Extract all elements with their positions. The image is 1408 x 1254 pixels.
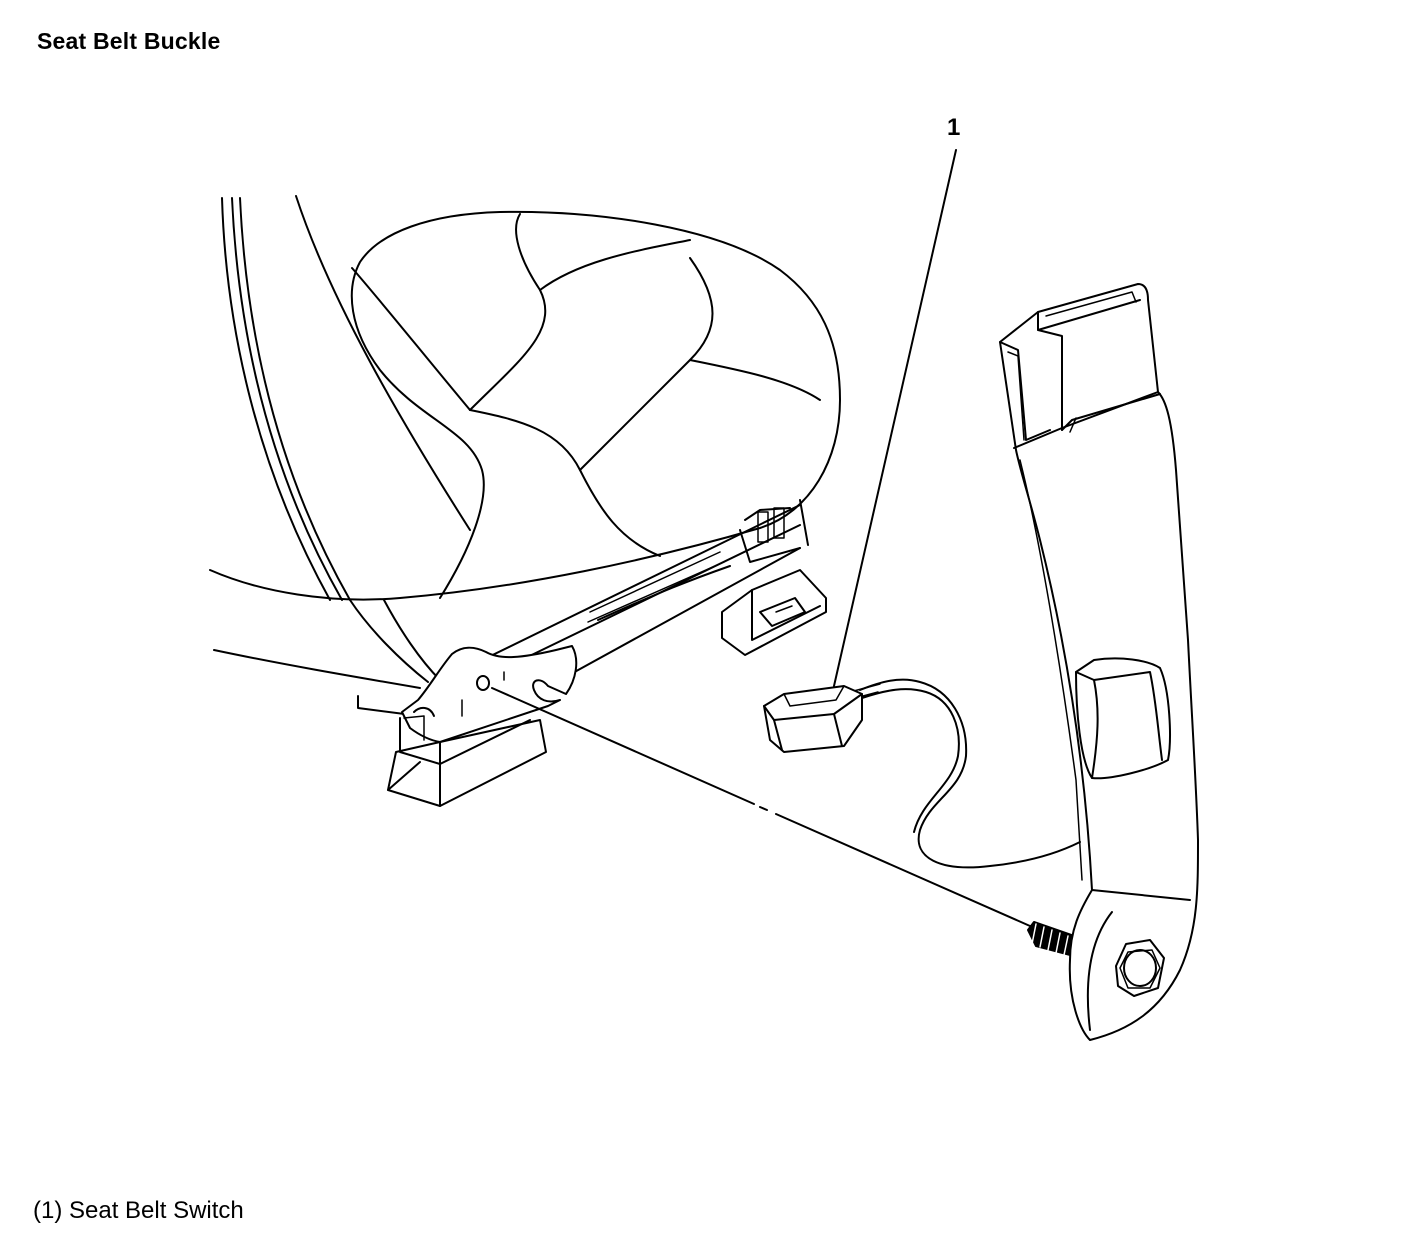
buckle-hex-nut [1115,939,1165,997]
buckle-release-button [1075,657,1171,780]
seat-back [221,195,471,683]
seat-belt-switch-connector [763,685,863,753]
buckle-mount-plate [401,645,578,743]
rear-mount-bracket [721,569,827,656]
bolt-centerline [491,687,1031,927]
callout-1-leader-line [833,149,957,687]
callout-number-1: 1 [947,114,961,141]
seat-cushion [209,210,841,601]
seat-track [213,499,809,717]
diagram-title: Seat Belt Buckle [37,28,221,54]
seat-belt-switch-wire [847,678,1081,869]
legend-item-seat-belt-switch: (1) Seat Belt Switch [33,1197,244,1224]
